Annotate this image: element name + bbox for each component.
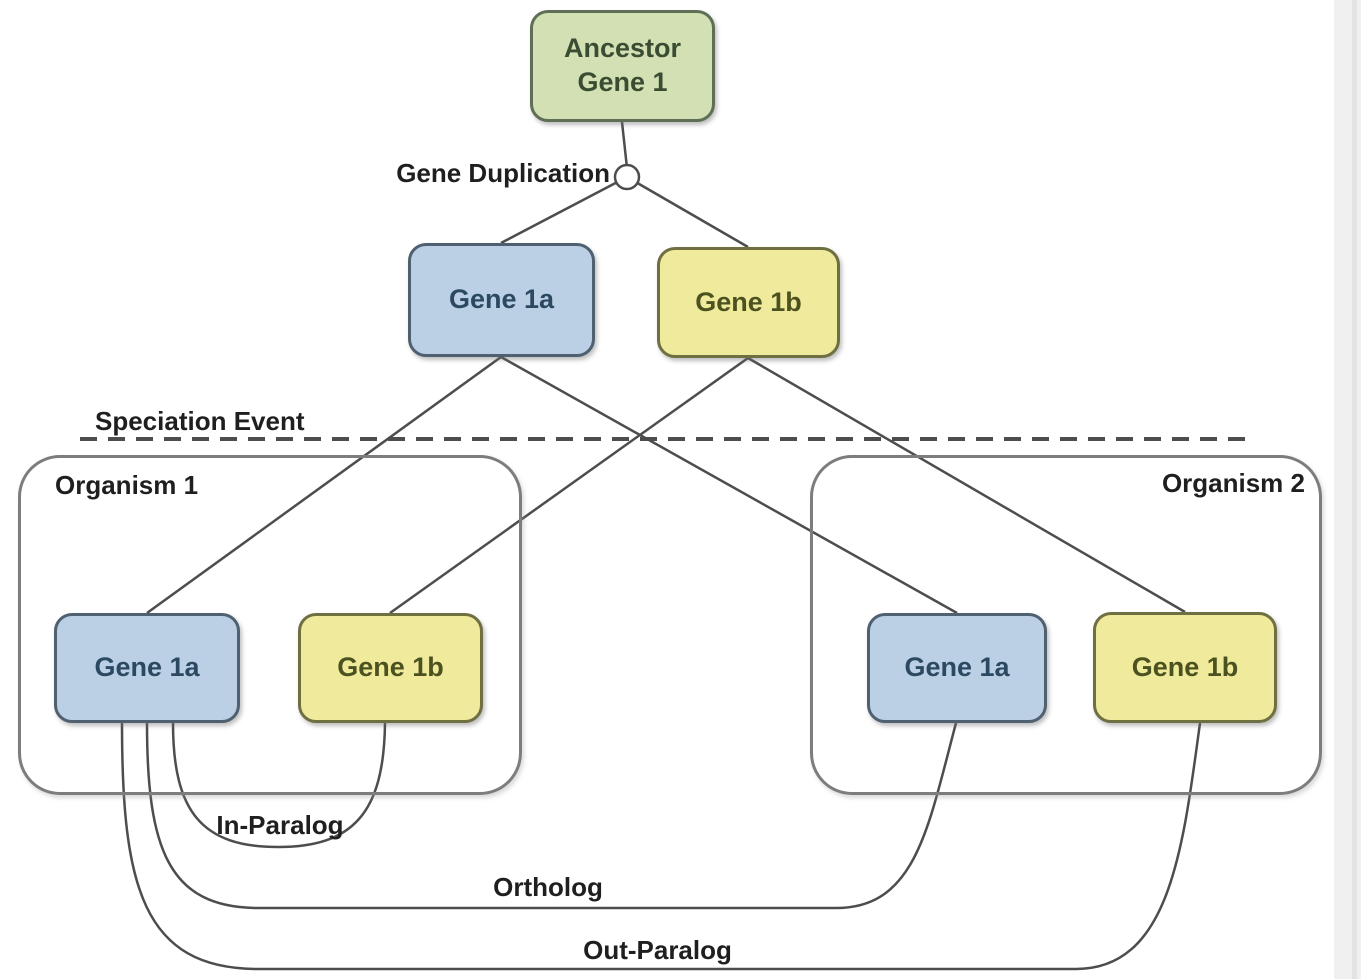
gutter-inner-band — [1352, 0, 1357, 979]
org2-gene1b-box: Gene 1b — [1093, 612, 1277, 723]
edge-gene1b-to-org1 — [389, 356, 749, 615]
edge-ancestor-to-duplication — [620, 121, 629, 169]
in-paralog-label: In-Paralog — [216, 810, 344, 840]
org2-gene1a-box: Gene 1a — [867, 613, 1047, 723]
organism2-label: Organism 2 — [1161, 468, 1305, 498]
org1-gene1a-box: Gene 1a — [54, 613, 240, 723]
organism1-box — [18, 455, 522, 795]
gene1a-mid-label: Gene 1a — [448, 284, 555, 315]
out-paralog-curve — [120, 722, 1202, 971]
org1-gene1b-label: Gene 1b — [337, 652, 444, 683]
edge-gene1b-to-org2 — [747, 356, 1186, 614]
gene-duplication-label: Gene Duplication — [396, 158, 610, 188]
edge-gene1a-to-org2 — [500, 355, 958, 615]
edge-duplication-to-gene1a — [500, 175, 628, 245]
gene-duplication-node — [613, 163, 641, 191]
ortholog-curve — [145, 722, 958, 910]
gene1a-mid-box: Gene 1a — [408, 243, 595, 357]
org2-gene1a-label: Gene 1a — [904, 652, 1010, 683]
org1-gene1b-box: Gene 1b — [298, 613, 483, 723]
gene1b-mid-label: Gene 1b — [695, 286, 802, 317]
in-paralog-curve — [171, 722, 387, 849]
ancestor-gene-box: Ancestor Gene 1 — [530, 10, 715, 122]
organism1-label: Organism 1 — [55, 470, 199, 500]
out-paralog-label: Out-Paralog — [583, 935, 732, 965]
org2-gene1b-label: Gene 1b — [1131, 651, 1239, 682]
organism2-box — [810, 455, 1322, 795]
ancestor-gene-label: Ancestor Gene 1 — [563, 33, 682, 97]
speciation-event-label: Speciation Event — [95, 406, 305, 436]
ortholog-label: Ortholog — [493, 872, 603, 902]
page-scroll-gutter — [1334, 0, 1361, 979]
org1-gene1a-label: Gene 1a — [94, 652, 200, 683]
gene1b-mid-box: Gene 1b — [657, 247, 840, 358]
edge-gene1a-to-org1 — [146, 355, 502, 615]
edge-duplication-to-gene1b — [626, 175, 749, 249]
